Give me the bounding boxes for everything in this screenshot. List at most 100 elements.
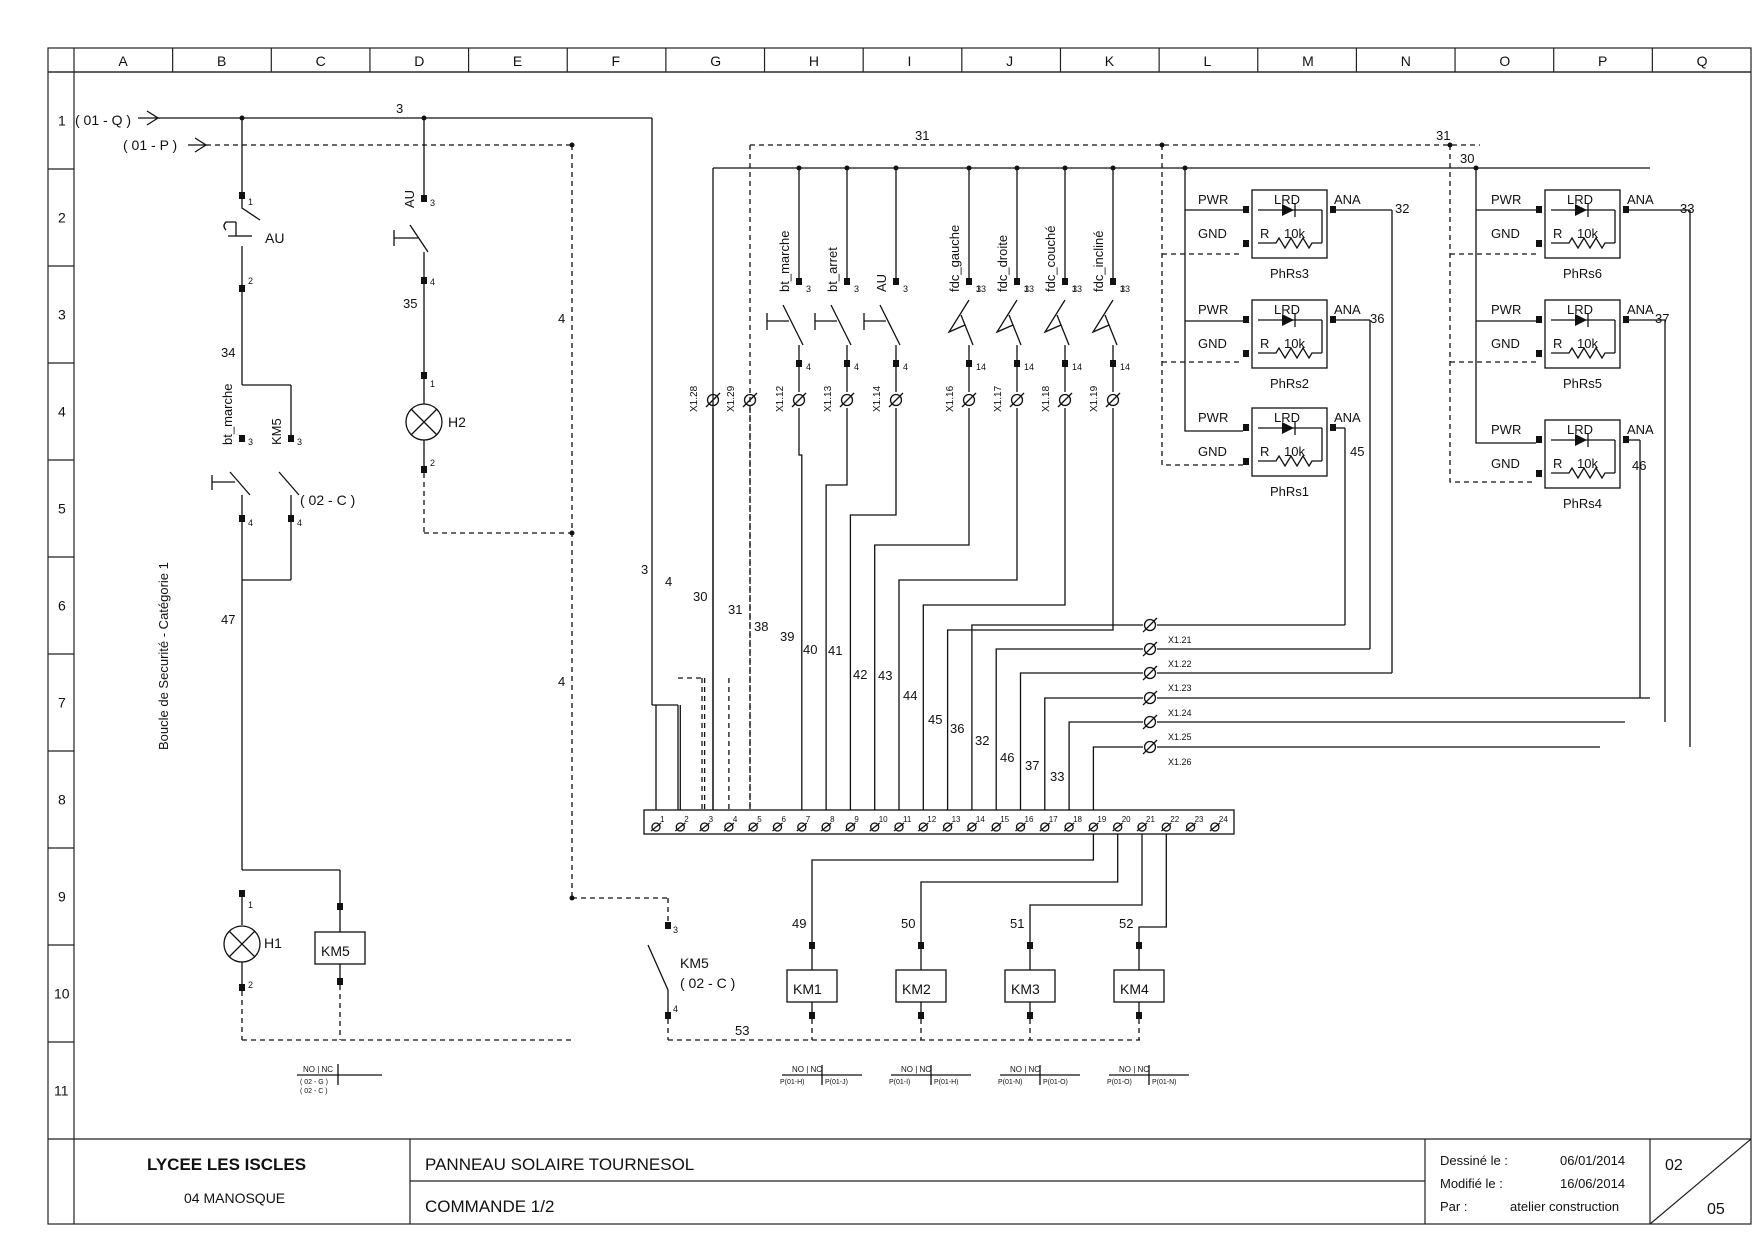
svg-text:PWR: PWR [1491, 422, 1521, 437]
svg-text:4: 4 [806, 362, 811, 372]
strip-terminal-number: 4 [733, 815, 738, 824]
input-label: AU [874, 274, 889, 292]
svg-text:10k: 10k [1577, 226, 1598, 241]
sensor-name: PhRs2 [1270, 376, 1309, 391]
strip-terminal: 12 [917, 815, 937, 832]
svg-text:4: 4 [673, 1004, 678, 1014]
strip-terminal-number: 18 [1073, 815, 1082, 824]
svg-text:ANA: ANA [1334, 410, 1361, 425]
svg-text:GND: GND [1198, 336, 1227, 351]
supply-p-ref: ( 01 - P ) [123, 137, 177, 153]
school-name: LYCEE LES ISCLES [147, 1155, 306, 1174]
wire-number: 40 [803, 642, 817, 657]
strip-terminal: 24 [1209, 815, 1228, 832]
strip-terminal: 9 [844, 815, 859, 832]
svg-text:10k: 10k [1284, 226, 1305, 241]
svg-text:4: 4 [903, 362, 908, 372]
project-title: PANNEAU SOLAIRE TOURNESOL [425, 1155, 694, 1174]
grid-col-B: B [217, 53, 226, 69]
sensor-terminal: X1.21 [1168, 635, 1192, 645]
wire-number: 39 [780, 629, 794, 644]
strip-terminal-number: 5 [757, 815, 762, 824]
svg-text:PWR: PWR [1198, 192, 1228, 207]
wire-number: 42 [853, 667, 867, 682]
bt-marche-label: bt_marche [220, 384, 235, 445]
svg-text:ANA: ANA [1627, 422, 1654, 437]
strip-terminal: 3 [699, 815, 714, 832]
grid-row-8: 8 [58, 792, 66, 808]
strip-terminal-number: 12 [927, 815, 936, 824]
strip-terminal-number: 15 [1000, 815, 1009, 824]
svg-text:14: 14 [976, 362, 986, 372]
svg-text:16/06/2014: 16/06/2014 [1560, 1176, 1625, 1191]
terminal-icon [1142, 617, 1158, 633]
wire-number: 49 [792, 916, 806, 931]
diode-icon [1575, 434, 1587, 446]
svg-text:3: 3 [806, 284, 811, 294]
sensor-terminal: X1.26 [1168, 757, 1192, 767]
svg-text:3: 3 [248, 437, 253, 447]
svg-text:ANA: ANA [1627, 302, 1654, 317]
svg-text:H2: H2 [448, 414, 466, 430]
svg-text:3: 3 [430, 198, 435, 208]
page-total: 05 [1707, 1201, 1725, 1218]
svg-text:4: 4 [558, 311, 565, 326]
strip-terminal: 21 [1136, 815, 1155, 832]
grid-col-L: L [1203, 53, 1211, 69]
grid-row-2: 2 [58, 210, 66, 226]
km5-contact [278, 471, 300, 496]
svg-text:LRD: LRD [1274, 410, 1300, 425]
coil-label: KM3 [1011, 981, 1040, 997]
strip-terminal: 2 [674, 815, 689, 832]
supply-terminal: X1.29 [726, 385, 737, 412]
svg-text:GND: GND [1198, 444, 1227, 459]
svg-text:ANA: ANA [1627, 192, 1654, 207]
h1-label: H1 [264, 935, 282, 951]
svg-text:P(01-H): P(01-H) [934, 1079, 959, 1086]
strip-terminal: 16 [1015, 815, 1034, 832]
strip-terminal-number: 2 [684, 815, 689, 824]
svg-text:10k: 10k [1577, 456, 1598, 471]
sensor-terminal: X1.23 [1168, 683, 1192, 693]
grid-col-M: M [1302, 53, 1314, 69]
input-label: fdc_couché [1043, 226, 1058, 293]
strip-terminal-number: 11 [903, 815, 912, 824]
sensor-terminal: X1.24 [1168, 708, 1192, 718]
terminal-icon [1105, 392, 1121, 408]
wire-number: 37 [1655, 311, 1669, 326]
svg-text:R: R [1260, 444, 1269, 459]
strip-terminal-number: 17 [1049, 815, 1058, 824]
strip-terminal: 6 [772, 815, 787, 832]
svg-text:P(01-H): P(01-H) [780, 1079, 805, 1086]
terminal-icon [1142, 665, 1158, 681]
svg-text:( 02 - C ): ( 02 - C ) [680, 975, 735, 991]
grid-col-I: I [908, 53, 912, 69]
svg-text:1: 1 [430, 379, 435, 389]
sensor-name: PhRs1 [1270, 484, 1309, 499]
svg-text:GND: GND [1491, 336, 1520, 351]
terminal-icon [1142, 641, 1158, 657]
strip-terminal-number: 7 [806, 815, 811, 824]
input-terminal: X1.18 [1041, 385, 1052, 412]
svg-text:Modifié le :: Modifié le : [1440, 1176, 1503, 1191]
strip-terminal-number: 20 [1122, 815, 1131, 824]
wire-number: 44 [903, 688, 917, 703]
svg-text:R: R [1260, 226, 1269, 241]
input-label: bt_arret [825, 247, 840, 292]
diode-icon [1282, 422, 1294, 434]
svg-text:LRD: LRD [1274, 302, 1300, 317]
safety-loop-label: Boucle de Securité - Catégorie 1 [156, 562, 171, 750]
wire-number: 45 [928, 712, 942, 727]
input-terminal: X1.16 [945, 385, 956, 412]
grid-col-K: K [1105, 53, 1115, 69]
terminal-icon [1057, 392, 1073, 408]
km5-contact-label: KM5 [269, 418, 284, 445]
strip-terminal-number: 14 [976, 815, 985, 824]
svg-text:LRD: LRD [1567, 192, 1593, 207]
bt-marche-contact [211, 471, 251, 496]
